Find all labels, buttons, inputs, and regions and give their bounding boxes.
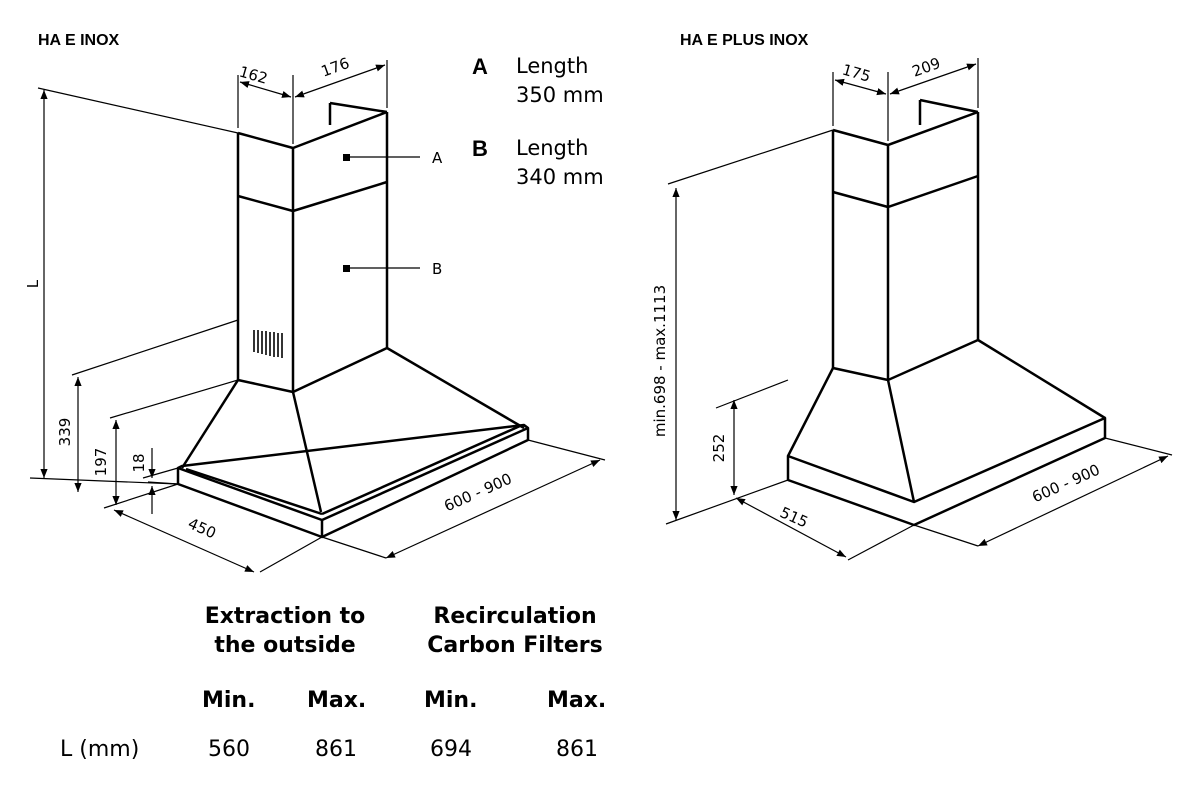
right-hood-body: [786, 98, 1107, 527]
sub-header-min-1: Min.: [202, 688, 256, 713]
legend-a-key: A: [472, 54, 488, 79]
model-title-left: HA E INOX: [38, 32, 120, 49]
dim-176: 176: [319, 54, 352, 81]
callout-b-label: B: [432, 260, 442, 278]
col-group-recirculation: Recirculation Carbon Filters: [410, 602, 620, 660]
value-extraction-max: 861: [315, 737, 357, 762]
dim-162: 162: [237, 63, 269, 88]
dim-197: 197: [92, 448, 110, 477]
col-group-extraction-line1: Extraction to: [204, 604, 366, 629]
dim-range: min.698 - max.1113: [651, 285, 669, 437]
value-recirculation-max: 861: [556, 737, 598, 762]
legend-b: B Length 340 mm: [472, 134, 642, 194]
sub-header-min-2: Min.: [424, 688, 478, 713]
right-dimension-lines: [665, 58, 1173, 561]
legend-b-key: B: [472, 136, 488, 161]
legend-a-line1: Length: [516, 54, 589, 78]
col-group-recirculation-line2: Carbon Filters: [427, 633, 603, 658]
legend-a-line2: 350 mm: [516, 83, 604, 107]
dim-209: 209: [910, 54, 943, 81]
legend-a: A Length 350 mm: [472, 52, 642, 112]
legend-b-line2: 340 mm: [516, 165, 604, 189]
left-dimension-lines: [29, 60, 606, 573]
dim-339: 339: [56, 418, 74, 447]
col-group-extraction: Extraction to the outside: [190, 602, 380, 660]
callout-b: [343, 265, 420, 272]
vent-grille-icon: [253, 330, 283, 358]
value-extraction-min: 560: [208, 737, 250, 762]
value-recirculation-min: 694: [430, 737, 472, 762]
callout-a-label: A: [432, 149, 443, 167]
sub-header-max-1: Max.: [307, 688, 367, 713]
sub-header-max-2: Max.: [547, 688, 607, 713]
dim-252: 252: [710, 434, 728, 463]
col-group-recirculation-line1: Recirculation: [433, 604, 597, 629]
dim-18: 18: [130, 453, 148, 472]
dim-515: 515: [777, 503, 810, 531]
row-label: L (mm): [60, 737, 140, 762]
callout-a: [343, 154, 420, 161]
legend-b-line1: Length: [516, 136, 589, 160]
model-title-right: HA E PLUS INOX: [680, 32, 809, 49]
dim-450: 450: [185, 514, 218, 542]
col-group-extraction-line2: the outside: [214, 633, 356, 658]
dim-L: L: [24, 279, 42, 288]
dim-175: 175: [840, 61, 872, 86]
